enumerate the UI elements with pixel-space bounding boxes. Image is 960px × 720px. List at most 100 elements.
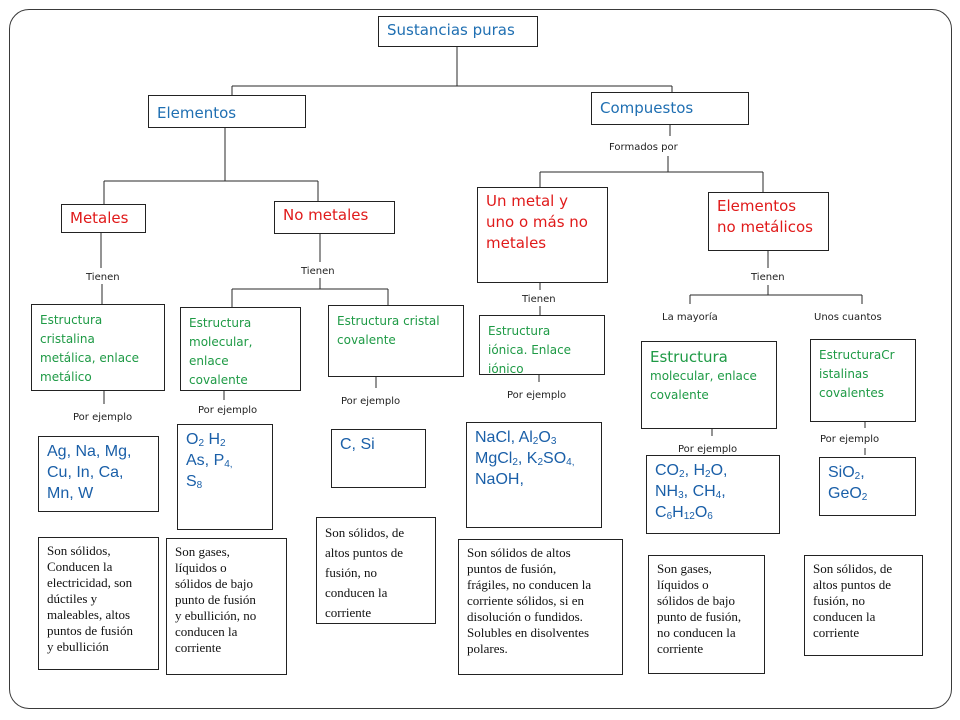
node-ejemplos-compuestos-covalentes: SiO 2, GeO2 [819,457,916,516]
node-ejemplos-covalentes: C, Si [331,429,426,488]
formula-subscript: 2 [679,469,685,480]
text-line: frágiles, no conducen la [467,577,592,592]
text-line: disolución o fundidos. [467,609,583,624]
formula-subscript: 6 [707,511,713,522]
text-line: uno o más no [486,213,588,231]
text-line: istalinas [819,367,869,381]
text-line: Estructura [40,313,103,327]
text-line: molecular, [189,335,253,349]
formula-text: , CH [683,483,716,500]
label-por-ejemplo: Por ejemplo [198,405,258,416]
formula-line: MgCl2, K2SO4, [475,448,593,469]
text-line: Son sólidos, [47,543,111,558]
node-propiedades-covalentes: Son sólidos, de altos puntos de fusión, … [316,517,436,624]
label-por-ejemplo: Por ejemplo [341,396,401,407]
formula-text: S [186,473,197,490]
node-metales: Metales [61,204,146,233]
text-line: corriente [325,605,372,620]
node-estructura-cristalinas-covalentes: EstructuraCr istalinas covalentes [810,339,916,422]
root-node-sustancias-puras: Sustancias puras [378,16,538,47]
formula-subscript: 2 [220,438,226,449]
formula-text: O [186,431,199,448]
node-propiedades-metales: Son sólidos, Conducen la electricidad, s… [38,537,159,670]
text-line: corriente [175,640,222,655]
label-tienen: Tienen [86,272,120,283]
formula-line: GeO2 [828,483,907,504]
text-line: fusión, no [325,565,377,580]
formula-subscript: 4, [224,459,233,470]
node-elementos-no-metalicos: Elementos no metálicos [708,192,829,251]
node-ejemplos-metales: Ag, Na, Mg, Cu, In, Ca, Mn, W [38,436,159,512]
elementos-label: Elementos [157,104,237,122]
text-line: y ebullición, no [175,608,257,623]
formula-line: C6H12O6 [655,502,771,523]
text-line: corriente [657,641,704,656]
text-line: enlace [189,354,229,368]
formula-text: , H [684,462,706,479]
formula-subscript: 3 [678,490,684,501]
formula-subscript: 2 [532,436,539,447]
text-line: punto de fusión, [657,609,742,624]
text-line: metales [486,234,547,252]
label-por-ejemplo: Por ejemplo [507,390,567,401]
text-line: Ag, Na, Mg, [47,443,132,460]
formula-text: SiO [828,464,855,481]
metales-label: Metales [70,209,129,227]
node-estructura-cristal-covalente: Estructura cristal covalente [328,305,464,377]
formula-subscript: 2 [512,457,518,468]
text-line: EstructuraCr [819,348,895,362]
text-line: metálico [40,370,92,384]
node-propiedades-compuestos-moleculares: Son gases, líquidos o sólidos de bajo pu… [648,555,765,674]
formula-line: S8 [186,471,264,492]
compuestos-label: Compuestos [600,99,694,117]
node-compuestos: Compuestos [591,92,749,125]
text-line: cristalina [40,332,95,346]
text-line: electricidad, son [47,575,133,590]
text-line: Estructura [488,324,551,338]
label-por-ejemplo: Por ejemplo [73,412,133,423]
text-line: sólidos de bajo [657,593,735,608]
formula-text: NaCl, Al [475,429,533,446]
text-line: Estructura [650,348,728,366]
node-estructura-molecular: Estructura molecular, enlace covalente [180,307,301,391]
text-line: C, Si [340,436,375,453]
text-line: fusión, no [813,593,865,608]
formula-text: H [672,504,684,521]
text-line: altos puntos de [813,577,891,592]
formula-text: NH [655,483,679,500]
text-line: Un metal y [486,192,568,210]
formula-list: CO2, H2O,NH3, CH4,C6H12O6 [655,460,771,523]
label-por-ejemplo: Por ejemplo [820,434,880,445]
text-line: covalentes [819,386,885,400]
text-line: corriente [813,625,860,640]
text-line: corriente sólidos, si en [467,593,584,608]
formula-line: NaCl, Al2O3 [475,427,593,448]
formula-text: SO [543,450,567,467]
text-line: sólidos de bajo [175,576,253,591]
formula-line: CO2, H2O, [655,460,771,481]
text-line: Cu, In, Ca, [47,464,124,481]
formula-subscript: 2 [537,457,544,468]
node-un-metal: Un metal y uno o más no metales [477,187,608,283]
formula-text: MgCl [475,450,513,467]
node-elementos: Elementos [148,95,306,128]
text-line: y ebullición [47,639,109,654]
text-line: no conducen la [657,625,736,640]
text-line: polares. [467,641,508,656]
text-line: conducen la [325,585,388,600]
text-line: puntos de fusión [47,623,133,638]
no-metales-label: No metales [283,206,369,224]
formula-subscript: 2 [861,492,868,503]
slide-frame [9,9,952,709]
label-unos-cuantos: Unos cuantos [814,312,882,323]
formula-text: H [204,431,221,448]
formula-subscript: 2 [705,469,711,480]
formula-text: , [860,464,865,481]
text-line: maleables, altos [47,607,131,622]
label-tienen: Tienen [522,294,556,305]
text-line: iónico [488,362,524,376]
text-line: Estructura [189,316,252,330]
